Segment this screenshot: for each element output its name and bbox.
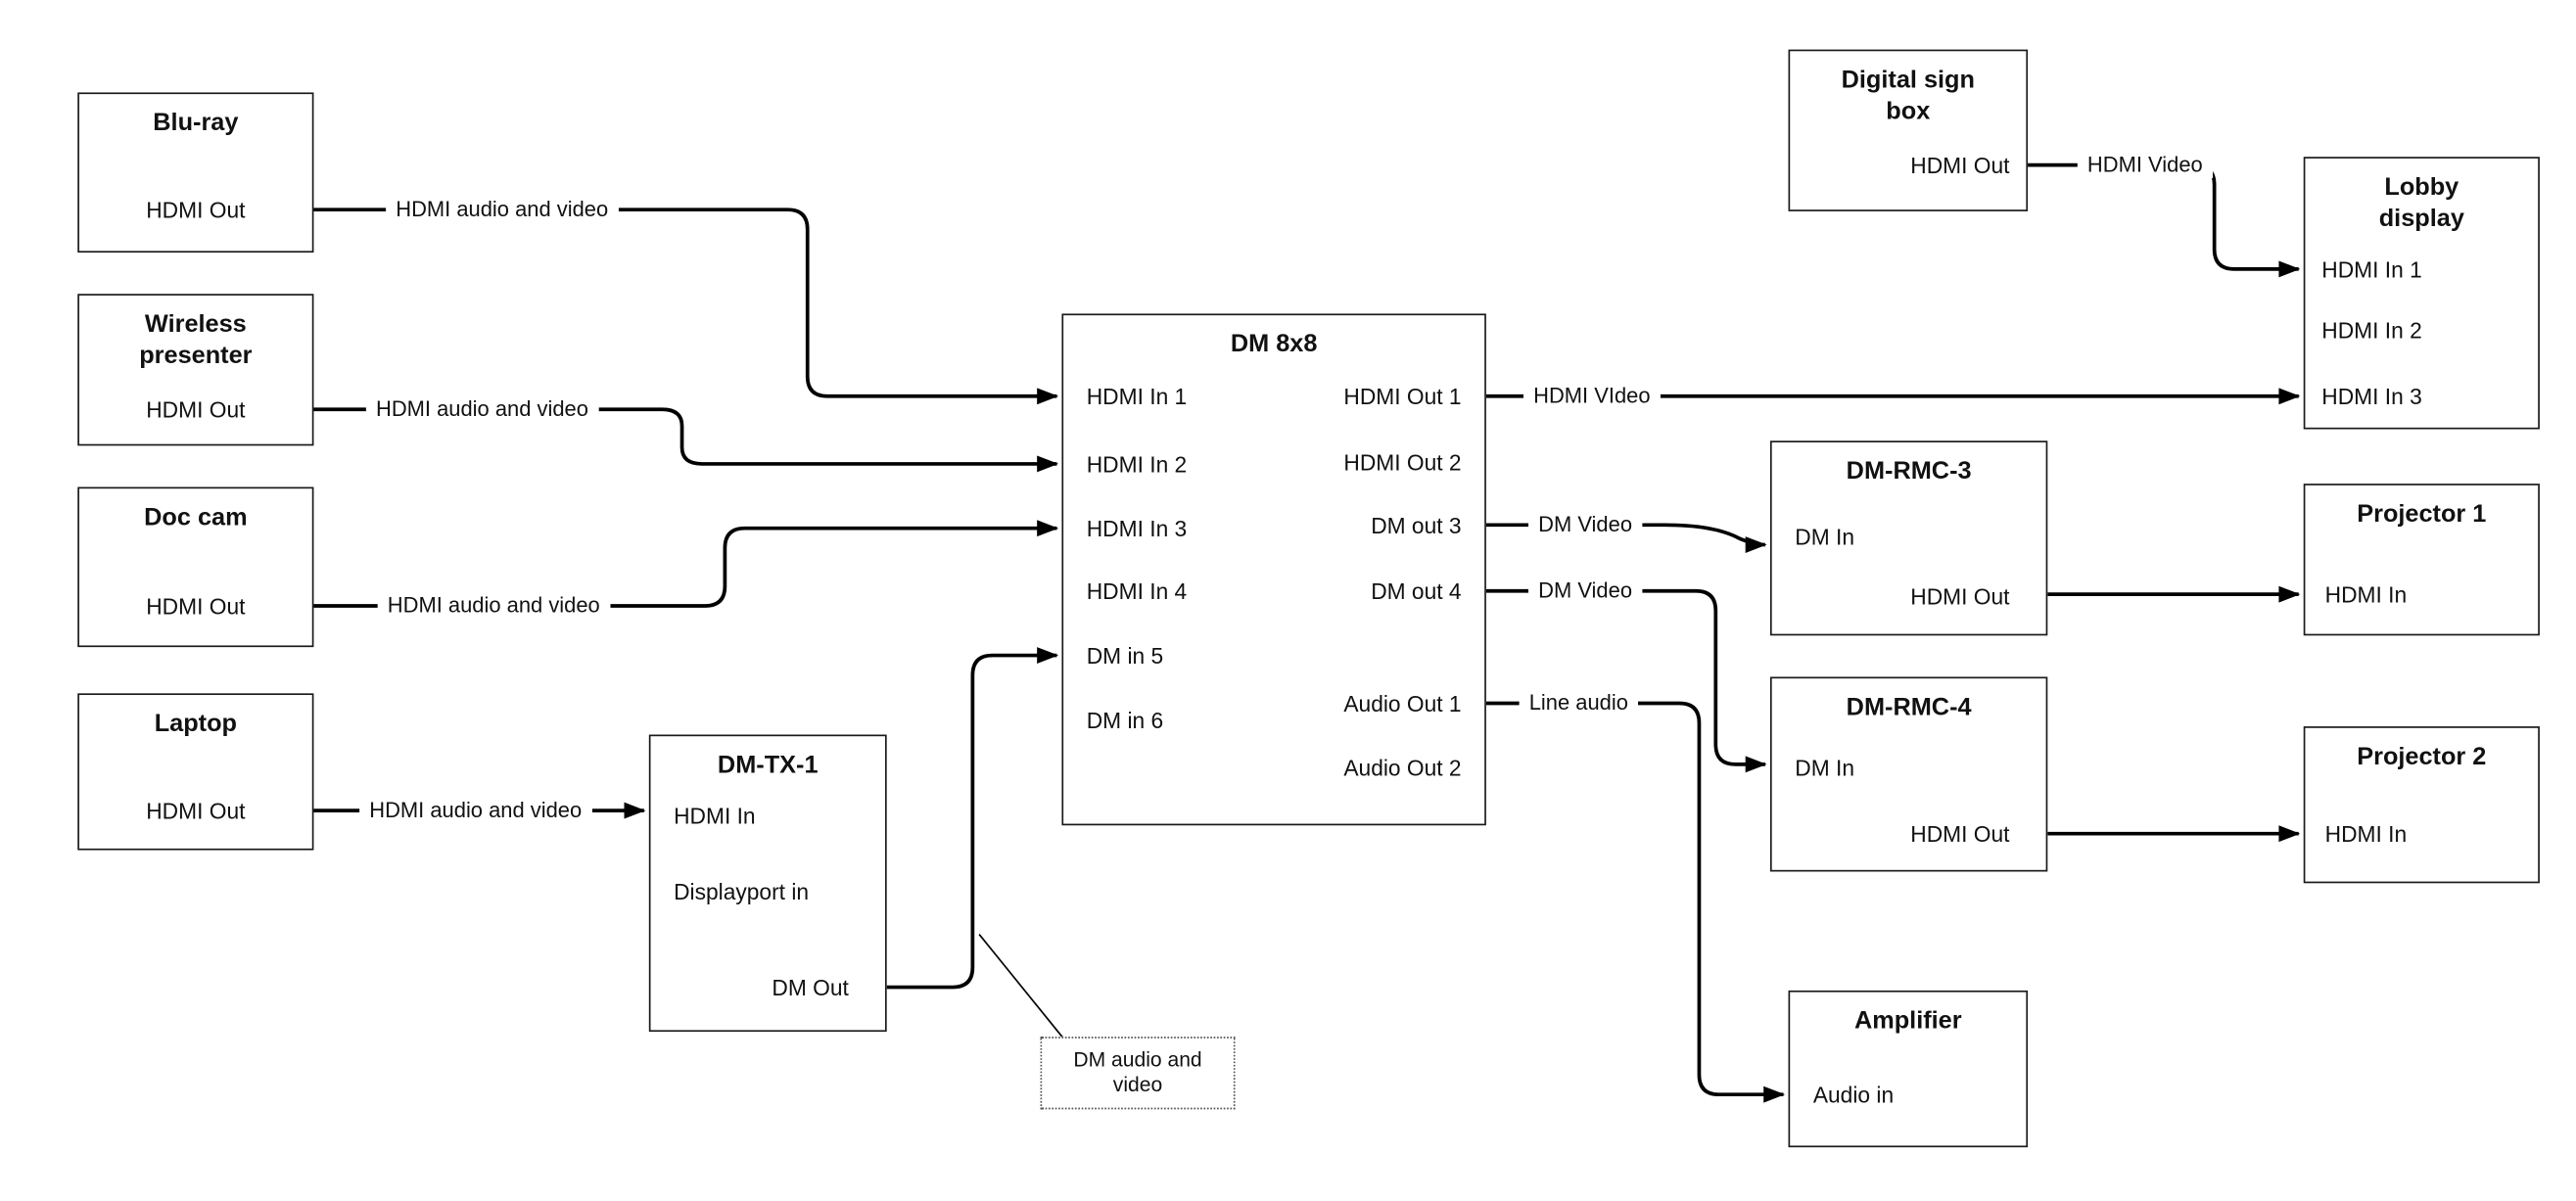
- node-laptop: Laptop HDMI Out: [77, 693, 314, 851]
- callout-text: DM audio and video: [1073, 1047, 1202, 1096]
- port-hdmi-in-3: HDMI In 3: [1086, 516, 1188, 542]
- port-hdmi-out: HDMI Out: [1910, 153, 2010, 179]
- edge-label-sign-hdmi-video: HDMI Video: [2077, 152, 2213, 179]
- node-projector-2: Projector 2 HDMI In: [2303, 726, 2540, 884]
- port-audio-out-2: Audio Out 2: [1343, 756, 1462, 781]
- port-audio-out-1: Audio Out 1: [1343, 691, 1462, 716]
- port-hdmi-out: HDMI Out: [146, 198, 246, 223]
- node-lobby-display: Lobby display HDMI In 1 HDMI In 2 HDMI I…: [2303, 157, 2540, 430]
- node-title: Digital sign box: [1841, 66, 1975, 126]
- node-title: Doc cam: [144, 503, 248, 532]
- port-hdmi-in: HDMI In: [2324, 582, 2408, 608]
- node-title: DM-TX-1: [717, 751, 819, 780]
- node-title: Projector 2: [2357, 742, 2487, 771]
- port-dm-out-4: DM out 4: [1371, 578, 1462, 605]
- edge-label-dm-video-rmc3: DM Video: [1528, 511, 1643, 538]
- node-dm-rmc-3: DM-RMC-3 DM In HDMI Out: [1769, 440, 2048, 636]
- edge-label-hdmi-video-lobby: HDMI VIdeo: [1522, 383, 1661, 410]
- port-hdmi-out: HDMI Out: [146, 594, 246, 620]
- node-title: Laptop: [154, 710, 238, 738]
- edge-dmtx1-to-dm8x8: [886, 647, 1059, 990]
- node-projector-1: Projector 1 HDMI In: [2303, 484, 2540, 636]
- port-hdmi-out: HDMI Out: [1910, 584, 2010, 610]
- node-title: Lobby display: [2378, 173, 2464, 233]
- port-hdmi-out-1: HDMI Out 1: [1343, 384, 1462, 410]
- port-hdmi-out: HDMI Out: [146, 799, 246, 824]
- port-hdmi-out: HDMI Out: [146, 397, 246, 423]
- port-hdmi-in: HDMI In: [2324, 821, 2408, 848]
- port-hdmi-in-2: HDMI In 2: [1086, 452, 1188, 478]
- edge-bluray-to-dm8x8: [313, 208, 1059, 405]
- edge-wireless-to-dm8x8: [313, 407, 1059, 473]
- port-audio-in: Audio in: [1812, 1083, 1895, 1108]
- edge-label-laptop-hdmi: HDMI audio and video: [359, 797, 592, 824]
- node-doc-cam: Doc cam HDMI Out: [77, 486, 314, 648]
- port-hdmi-in: HDMI In: [674, 804, 756, 829]
- edge-dm8x8-to-amplifier: [1485, 701, 1786, 1103]
- edge-label-bluray-hdmi: HDMI audio and video: [386, 196, 619, 223]
- port-dm-in-5: DM in 5: [1086, 643, 1164, 670]
- node-digital-sign-box: Digital sign box HDMI Out: [1788, 49, 2029, 211]
- node-blu-ray: Blu-ray HDMI Out: [77, 92, 314, 254]
- port-hdmi-in-1: HDMI In 1: [1086, 384, 1188, 410]
- node-wireless-presenter: Wireless presenter HDMI Out: [77, 294, 314, 446]
- node-dm-tx-1: DM-TX-1 HDMI In Displayport in DM Out: [648, 734, 887, 1033]
- port-hdmi-out: HDMI Out: [1910, 821, 2010, 848]
- node-title: Amplifier: [1853, 1006, 1962, 1036]
- port-hdmi-in-3: HDMI In 3: [2321, 384, 2422, 410]
- edge-dm8x8-to-rmc3: [1485, 523, 1767, 553]
- port-dm-in-6: DM in 6: [1086, 708, 1164, 733]
- port-hdmi-in-1: HDMI In 1: [2321, 257, 2422, 283]
- node-dm-8x8-switcher: DM 8x8 HDMI In 1 HDMI In 2 HDMI In 3 HDM…: [1061, 313, 1486, 826]
- edge-signbox-to-lobby: [2028, 162, 2301, 278]
- node-title: DM-RMC-3: [1846, 457, 1972, 485]
- node-amplifier: Amplifier Audio in: [1788, 990, 2029, 1148]
- callout-dm-audio-and-video: DM audio and video: [1040, 1037, 1236, 1110]
- edge-label-doccam-hdmi: HDMI audio and video: [377, 592, 610, 620]
- node-title: Blu-ray: [153, 109, 239, 137]
- port-hdmi-out-2: HDMI Out 2: [1343, 450, 1462, 476]
- callout-leader-line: [978, 934, 1064, 1039]
- edge-label-dm-video-rmc4: DM Video: [1528, 577, 1643, 605]
- node-dm-rmc-4: DM-RMC-4 DM In HDMI Out: [1769, 676, 2048, 872]
- edge-label-line-audio: Line audio: [1519, 689, 1639, 716]
- edge-dm8x8-to-rmc4: [1485, 588, 1767, 773]
- port-dm-in: DM In: [1795, 756, 1855, 781]
- node-title: Projector 1: [2357, 500, 2487, 529]
- edge-label-wireless-hdmi: HDMI audio and video: [365, 395, 599, 423]
- edge-doccam-to-dm8x8: [313, 520, 1059, 608]
- port-displayport-in: Displayport in: [674, 879, 810, 905]
- port-dm-out-3: DM out 3: [1371, 513, 1462, 538]
- port-hdmi-in-2: HDMI In 2: [2321, 318, 2422, 344]
- node-title: Wireless presenter: [139, 310, 253, 370]
- port-dm-in: DM In: [1795, 525, 1855, 550]
- node-title: DM 8x8: [1230, 330, 1318, 358]
- node-title: DM-RMC-4: [1846, 693, 1972, 722]
- port-hdmi-in-4: HDMI In 4: [1086, 578, 1188, 605]
- port-dm-out: DM Out: [772, 975, 849, 1001]
